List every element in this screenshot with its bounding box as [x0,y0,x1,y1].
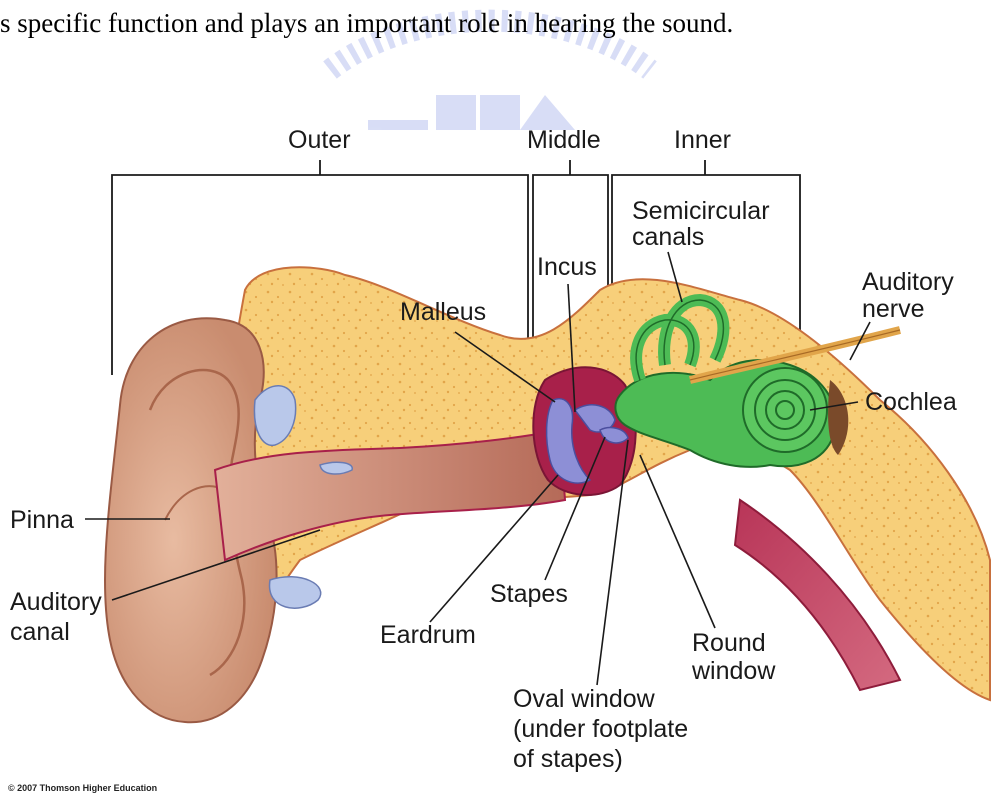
stapes-label: Stapes [490,580,568,608]
heading-text: s specific function and plays an importa… [0,8,1000,39]
middle-ear-label: Middle [527,126,601,154]
round-window-label-line1: Round [692,629,766,657]
auditory-nerve-label-line1: Auditory [862,268,954,296]
round-window-label-line2: window [691,657,776,685]
semicircular-canals-label-line2: canals [632,223,704,251]
middle-ear [533,367,635,495]
oval-window-label-line2: (under footplate [513,715,688,743]
round-window-leader [640,455,715,628]
outer-ear-label: Outer [288,126,351,154]
incus-label: Incus [537,253,597,281]
auditory-nerve-label-line2: nerve [862,295,925,323]
auditory-canal-label-line2: canal [10,618,70,646]
auditory-canal-label-line1: Auditory [10,588,102,616]
oval-window-label-line1: Oval window [513,685,656,713]
malleus-label: Malleus [400,298,486,326]
pinna-label: Pinna [10,506,74,534]
oval-window-label-line3: of stapes) [513,745,623,773]
copyright-text: © 2007 Thomson Higher Education [8,783,157,793]
inner-ear-label: Inner [674,126,731,154]
cochlea-label: Cochlea [865,388,957,416]
eardrum-label: Eardrum [380,621,476,649]
semicircular-canals-label-line1: Semicircular [632,197,770,225]
